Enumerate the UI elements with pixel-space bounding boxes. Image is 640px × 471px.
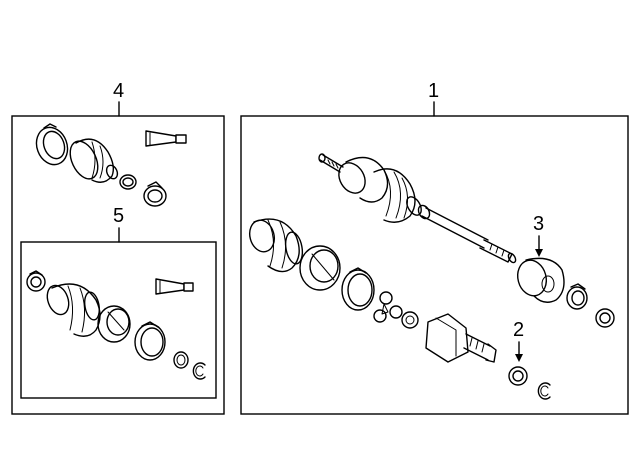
drive-shaft-assembly — [318, 153, 517, 264]
callout-2-label[interactable]: 2 — [513, 319, 524, 341]
callout-4-label[interactable]: 4 — [113, 80, 124, 102]
damper-band-1 — [566, 283, 588, 310]
inner-boot — [248, 218, 304, 273]
kit-inner-frame — [20, 241, 217, 399]
kit4-outer-boot — [69, 138, 119, 183]
kit4-small-clamp — [119, 174, 137, 190]
kit5-grease-tube — [155, 278, 194, 295]
clip — [537, 382, 551, 400]
callout-2-arrowhead — [515, 354, 523, 362]
kit5-snap-ring-2 — [192, 362, 206, 380]
lock-nut — [508, 366, 528, 386]
callout-3-arrowhead — [535, 249, 543, 257]
kit4-boot-band — [143, 181, 167, 207]
kit5-small-clamp — [26, 270, 46, 292]
kit5-snap-ring-1 — [173, 351, 189, 369]
callout-3-label[interactable]: 3 — [533, 213, 544, 235]
kit5-tripod-housing — [97, 305, 131, 343]
callout-5-label[interactable]: 5 — [113, 205, 124, 227]
tripod-joint — [373, 291, 403, 323]
assembly-frame — [240, 115, 629, 415]
kit5-inner-boot — [46, 283, 101, 337]
damper-band-2 — [595, 308, 615, 328]
snap-ring — [401, 311, 419, 329]
kit4-grease-tube — [145, 130, 187, 147]
callout-1-label[interactable]: 1 — [428, 80, 439, 102]
inboard-joint — [425, 313, 497, 363]
inner-boot-band — [341, 267, 375, 311]
kit4-boot-clamp-large — [35, 123, 69, 166]
kit5-large-band — [134, 321, 166, 361]
damper — [516, 257, 565, 303]
inner-joint-housing — [299, 245, 341, 291]
kit-outer-frame — [11, 115, 225, 415]
